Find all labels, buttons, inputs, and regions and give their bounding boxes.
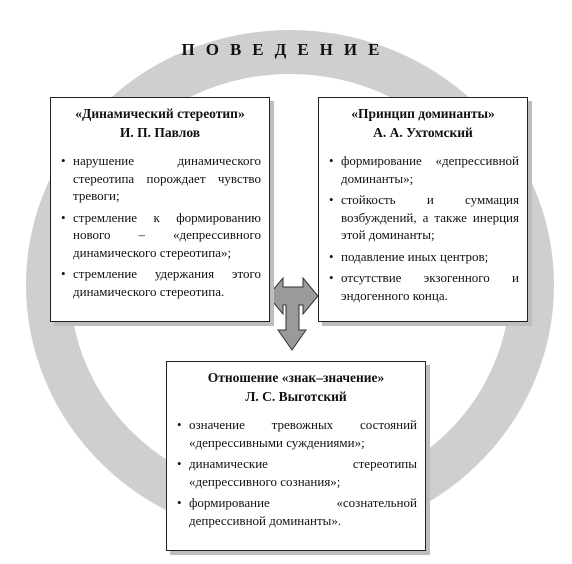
pavlov-list: нарушение динамического стереотипа порож… — [59, 152, 261, 300]
vygotsky-list: означение тревожных состояний «депрессив… — [175, 416, 417, 529]
vygotsky-box: Отношение «знак–значение» Л. С. Выготски… — [166, 361, 426, 551]
list-item: подавление иных центров; — [327, 248, 519, 266]
pavlov-author: И. П. Павлов — [119, 125, 201, 140]
list-item: стремление к формированию нового – «депр… — [59, 209, 261, 262]
behavior-title: ПОВЕДЕНИЕ — [181, 40, 391, 59]
list-item: динамические стереотипы «депрессивного с… — [175, 455, 417, 490]
pavlov-box: «Динамический стереотип» И. П. Павлов на… — [50, 97, 270, 322]
list-item: означение тревожных состояний «депрессив… — [175, 416, 417, 451]
vygotsky-heading: Отношение «знак–значение» — [207, 370, 385, 385]
list-item: стойкость и суммация возбуждений, а такж… — [327, 191, 519, 244]
list-item: нарушение динамического стереотипа порож… — [59, 152, 261, 205]
ukhtomsky-box: «Принцип доминанты» А. А. Ухтомский форм… — [318, 97, 528, 322]
list-item: формирование «депрессивной доминанты»; — [327, 152, 519, 187]
list-item: формирование «сознательной депрессивной … — [175, 494, 417, 529]
connecting-arrows — [267, 276, 319, 351]
vygotsky-author: Л. С. Выготский — [245, 389, 347, 404]
ukhtomsky-author: А. А. Ухтомский — [373, 125, 473, 140]
pavlov-heading: «Динамический стереотип» — [75, 106, 245, 121]
ukhtomsky-list: формирование «депрессивной доминанты»; с… — [327, 152, 519, 304]
list-item: отсутствие экзогенного и эндогенного кон… — [327, 269, 519, 304]
list-item: стремление удержания этого динамического… — [59, 265, 261, 300]
ukhtomsky-heading: «Принцип доминанты» — [351, 106, 495, 121]
